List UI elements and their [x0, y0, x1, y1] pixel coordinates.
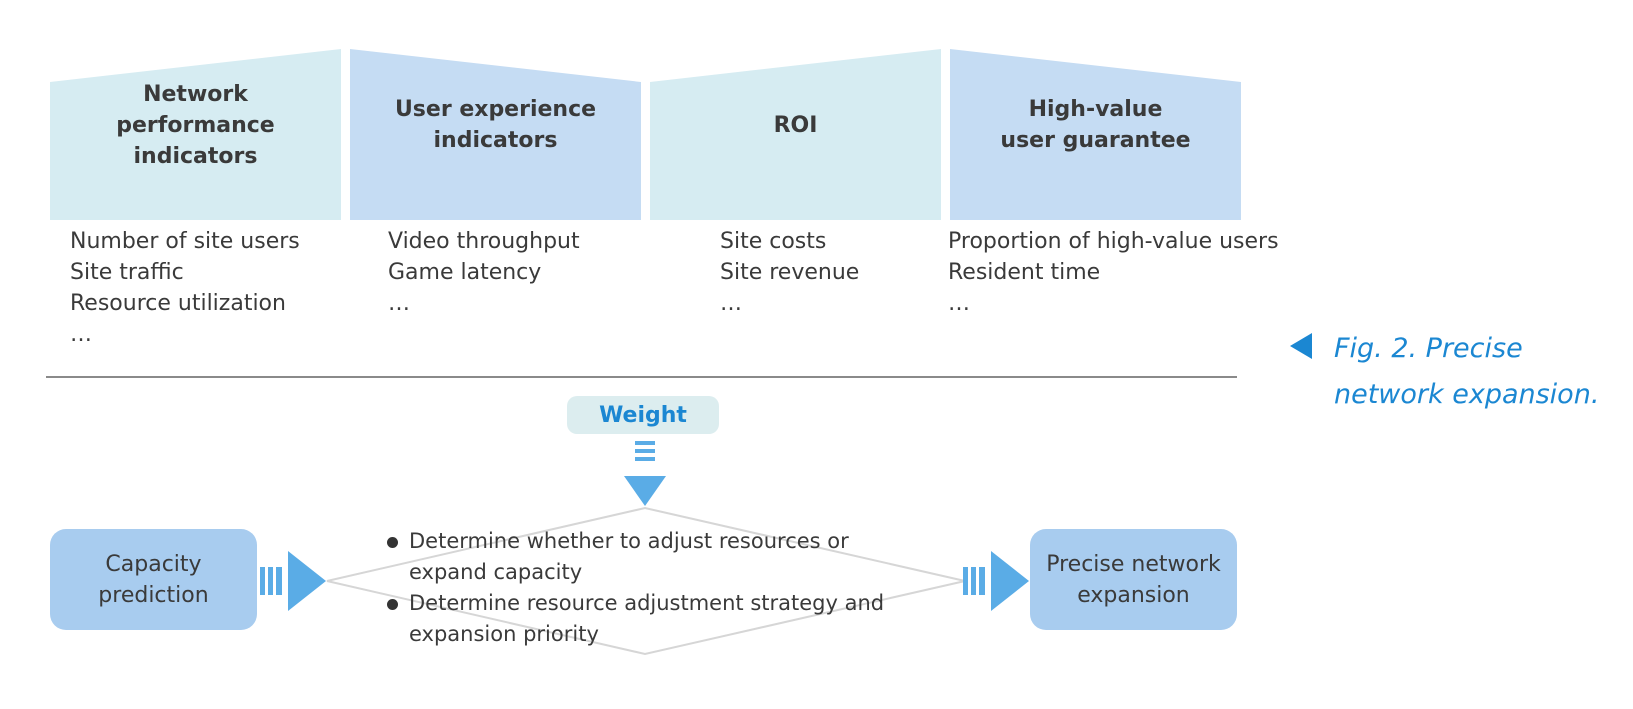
header-label: Network performance indicators [116, 81, 275, 169]
right-right-arrow [963, 551, 1029, 611]
capacity-prediction-box: Capacity prediction [50, 529, 257, 630]
left-right-arrow [260, 551, 326, 611]
list-item: … [70, 322, 92, 347]
list-item: Resource utilization [70, 291, 286, 316]
list-item: Site revenue [720, 260, 860, 285]
header-roi: ROI [650, 0, 941, 220]
list-item: Game latency [388, 260, 542, 285]
list-roi: Site costs Site revenue … [720, 226, 859, 319]
decision-bullet: Determine whether to adjust resources or… [385, 526, 929, 588]
caption-pointer-icon [1290, 333, 1312, 359]
capacity-prediction-label: Capacity prediction [98, 551, 209, 608]
figure-caption: Fig. 2. Precise network expansion. [1334, 326, 1599, 418]
header-label: High-value user guarantee [1000, 97, 1191, 153]
header-shape-network-performance [50, 49, 341, 220]
list-network-performance: Number of site users Site traffic Resour… [70, 226, 300, 350]
list-user-experience: Video throughput Game latency … [388, 226, 580, 319]
list-item: … [388, 291, 410, 316]
header-network-performance: Network performance indicators [50, 0, 341, 220]
list-item: Video throughput [388, 229, 580, 254]
weight-down-arrow [624, 441, 666, 506]
header-shape-user-experience [350, 49, 641, 220]
header-high-value: High-value user guarantee [950, 0, 1241, 220]
header-shape-high-value [950, 49, 1241, 220]
header-user-experience: User experience indicators [350, 0, 641, 220]
header-label: ROI [773, 112, 818, 138]
list-item: Proportion of high-value users [948, 229, 1279, 254]
precise-expansion-label: Precise network expansion [1046, 551, 1221, 608]
list-item: Site costs [720, 229, 827, 254]
weight-box: Weight [567, 396, 719, 434]
list-item: Site traffic [70, 260, 184, 285]
caption-line-1: Fig. 2. Precise [1334, 333, 1523, 364]
header-label: User experience indicators [394, 97, 597, 153]
decision-bullet: Determine resource adjustment strategy a… [385, 588, 929, 650]
list-high-value: Proportion of high-value users Resident … [948, 226, 1279, 319]
decision-bullets: Determine whether to adjust resources or… [385, 526, 929, 650]
list-item: … [720, 291, 742, 316]
list-item: Resident time [948, 260, 1101, 285]
header-shape-roi [650, 49, 941, 220]
weight-label: Weight [599, 402, 687, 428]
caption-line-2: network expansion. [1334, 379, 1600, 410]
precise-expansion-box: Precise network expansion [1030, 529, 1237, 630]
list-item: … [948, 291, 970, 316]
list-item: Number of site users [70, 229, 300, 254]
